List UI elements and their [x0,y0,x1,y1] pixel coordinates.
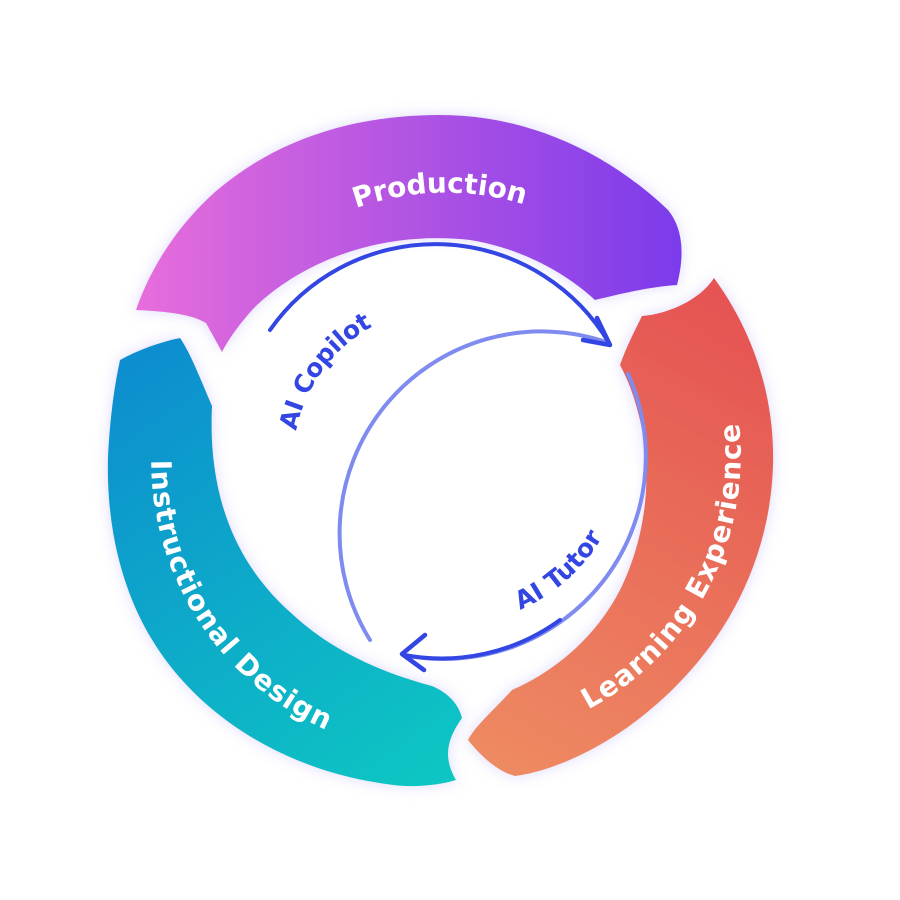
inner-arc-copilot-top [268,242,611,345]
inner-arc-copilot [337,329,611,642]
inner-label-ai-tutor: AI Tutor [510,524,608,615]
inner-arrowhead-right [580,315,613,348]
inner-label-ai-copilot: AI Copilot [274,306,376,432]
segment-learning-experience: Learning Experience [468,278,774,776]
inner-cycle: AI Copilot AI Tutor [268,242,648,673]
segment-learning-experience-band [468,278,774,776]
inner-arrowhead-left [399,632,428,673]
segment-production-band [136,115,682,352]
segment-instructional-design-band [107,338,462,787]
inner-arc-tutor-bottom [402,618,562,661]
segment-production: Production [136,115,682,352]
